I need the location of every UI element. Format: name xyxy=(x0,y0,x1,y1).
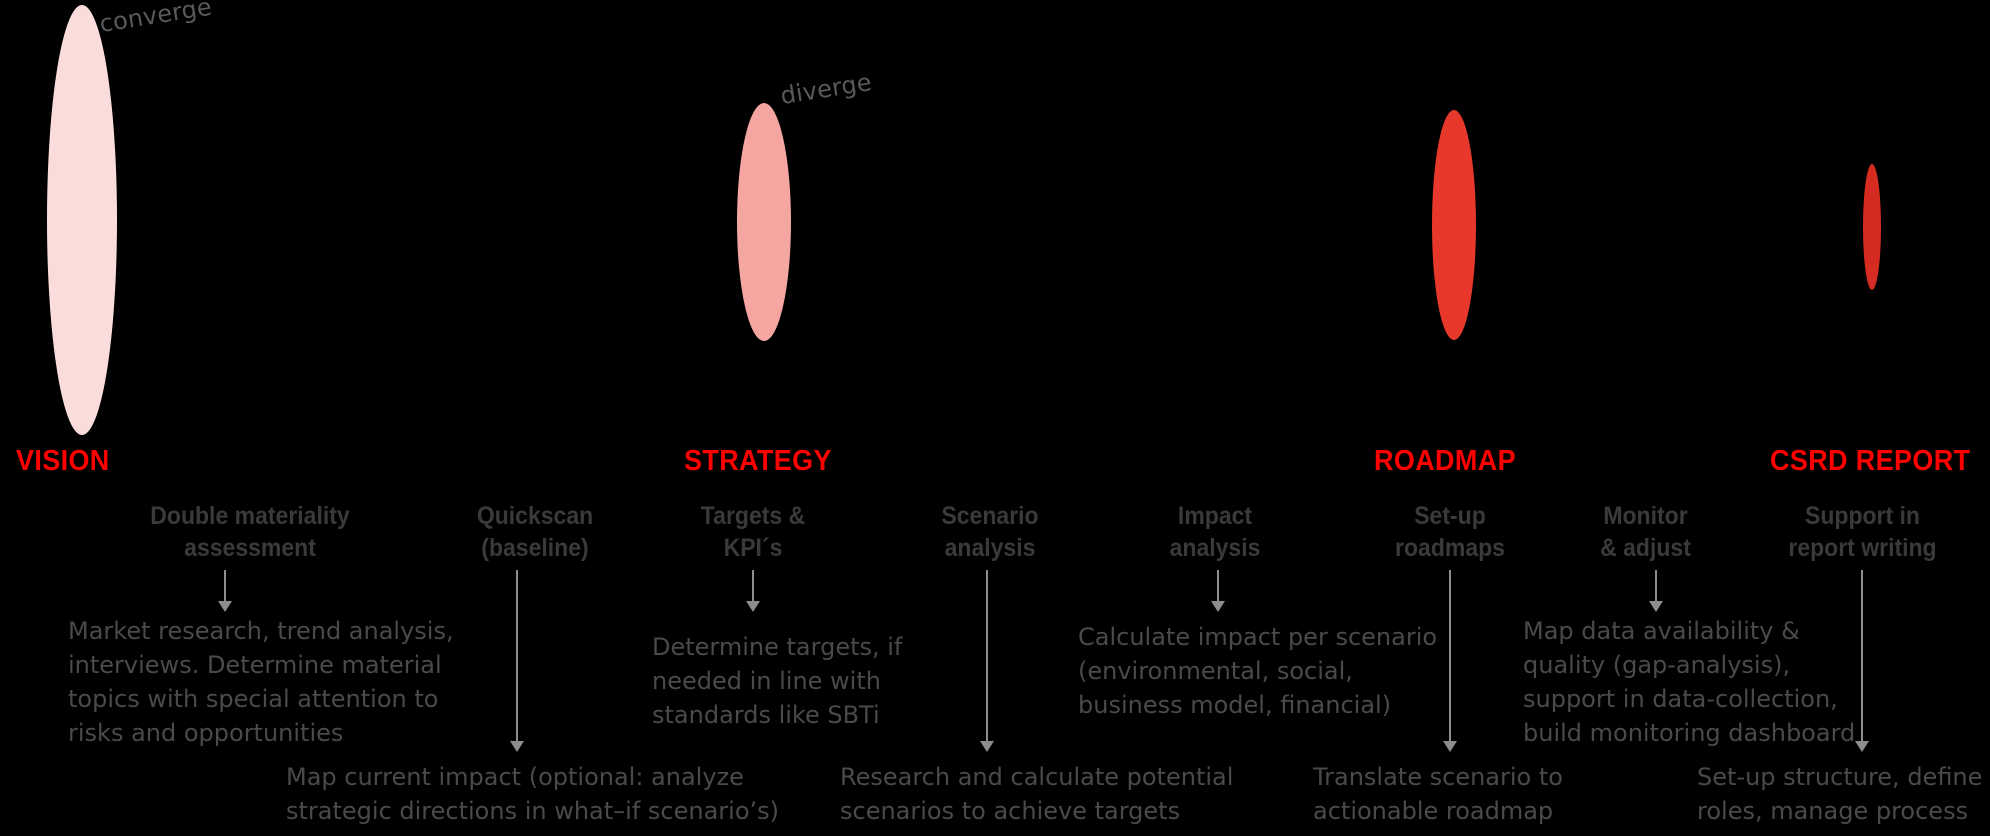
step-heading-targets-and-kpis: Targets & KPI´s xyxy=(700,502,806,562)
step-arrow-scenario-analysis xyxy=(957,570,1017,752)
step-arrow-set-up-roadmaps xyxy=(1420,570,1480,752)
lobe-strategy-shape xyxy=(737,103,791,341)
lobe-vision-shape xyxy=(47,5,117,435)
step-heading-set-up-roadmaps: Set-up roadmaps xyxy=(1395,502,1505,562)
phase-label-vision: VISION xyxy=(16,445,110,477)
step-heading-monitor-and-adjust: Monitor & adjust xyxy=(1600,502,1691,562)
converge-annotation: converge xyxy=(97,0,214,39)
step-body-double-materiality-assessment: Market research, trend analysis, intervi… xyxy=(68,617,454,748)
step-heading-support-in-report-writing: Support in report writing xyxy=(1788,502,1937,562)
step-body-targets-and-kpis: Determine targets, if needed in line wit… xyxy=(652,633,903,730)
step-arrow-impact-analysis xyxy=(1188,570,1248,612)
step-heading-scenario-analysis: Scenario analysis xyxy=(941,502,1039,562)
step-body-quickscan-baseline: Map current impact (optional: analyze st… xyxy=(286,763,780,826)
step-body-support-in-report-writing: Set-up structure, define roles, manage p… xyxy=(1697,763,1983,826)
step-arrow-quickscan-baseline xyxy=(487,570,547,752)
phase-label-roadmap: ROADMAP xyxy=(1374,445,1516,477)
diverge-annotation: diverge xyxy=(778,67,874,110)
step-body-monitor-and-adjust: Map data availability & quality (gap-ana… xyxy=(1523,617,1856,748)
step-arrow-double-materiality-assessment xyxy=(195,570,255,612)
step-heading-quickscan-baseline: Quickscan (baseline) xyxy=(476,502,594,562)
lobe-csrd-shape xyxy=(1863,164,1881,290)
step-body-impact-analysis: Calculate impact per scenario (environme… xyxy=(1078,623,1438,720)
step-arrow-targets-and-kpis xyxy=(723,570,783,612)
lobe-roadmap-shape xyxy=(1432,110,1476,340)
step-heading-double-materiality-assessment: Double materiality assessment xyxy=(150,502,350,562)
phase-label-csrd-report: CSRD REPORT xyxy=(1770,445,1971,477)
step-arrow-support-in-report-writing xyxy=(1832,570,1892,752)
step-heading-impact-analysis: Impact analysis xyxy=(1169,502,1261,562)
step-body-set-up-roadmaps: Translate scenario to actionable roadmap xyxy=(1313,763,1563,826)
phase-label-strategy: STRATEGY xyxy=(684,445,832,477)
step-arrow-monitor-and-adjust xyxy=(1626,570,1686,612)
step-body-scenario-analysis: Research and calculate potential scenari… xyxy=(840,763,1234,826)
